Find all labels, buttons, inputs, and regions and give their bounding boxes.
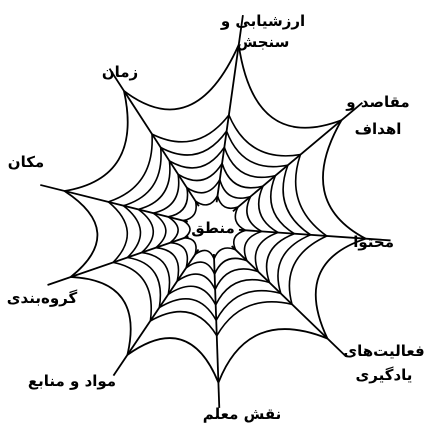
spoke-place	[40, 184, 188, 223]
spoke-label-time: زمان	[102, 63, 138, 81]
web-ring-1	[180, 195, 248, 261]
center-label: منطق	[191, 219, 235, 237]
spoke-evaluation	[215, 14, 244, 203]
web-outer-arc-2	[322, 119, 367, 240]
spoke-label-line: مواد و منابع	[28, 372, 116, 390]
spoke-label-line: محتوا	[353, 233, 394, 251]
spoke-label-line: نقش معلم	[203, 405, 282, 423]
web-ring-4	[136, 146, 297, 307]
web-outer-arc-9	[123, 44, 240, 111]
spoke-label-learning-activities: فعالیت‌های یادگیری	[343, 342, 424, 384]
spoke-materials	[112, 249, 200, 377]
web-ring-5	[121, 130, 313, 322]
web-ring-3	[151, 162, 280, 292]
web-ring-6	[106, 114, 329, 338]
web-threads	[64, 44, 367, 384]
spoke-grouping	[47, 235, 189, 286]
spoke-label-line: فعالیت‌های	[343, 342, 424, 360]
spoke-label-content: محتوا	[353, 233, 394, 251]
spoke-learning-activities	[231, 245, 347, 358]
spoke-label-line: یادگیری	[356, 366, 413, 384]
web-outer-arc-7	[64, 190, 99, 278]
spoke-time	[108, 68, 200, 207]
web-outer-arc-5	[126, 337, 220, 384]
spoke-label-teacher-role: نقش معلم	[203, 405, 282, 423]
spoke-label-line: سنجش	[237, 33, 290, 51]
spoke-label-line: زمان	[102, 63, 138, 81]
spoke-label-line: مقاصد و	[345, 93, 409, 111]
spoke-label-line: اهداف	[355, 120, 402, 138]
web-ring-2	[166, 179, 264, 277]
spoke-label-line: گروه‌بندی	[7, 289, 78, 307]
web-outer-arc-3	[314, 237, 366, 339]
web-outer-arc-1	[237, 44, 342, 129]
web-outer-arc-6	[70, 276, 132, 356]
spoke-content	[238, 228, 391, 242]
spoke-label-line: ارزشیابی و	[220, 12, 305, 30]
spoke-label-grouping: گروه‌بندی	[7, 289, 78, 307]
spoke-labels: ارزشیابی و سنجش مقاصد و اهداف محتوا فعالیت‌ها…	[7, 12, 425, 423]
spoke-label-evaluation: ارزشیابی و سنجش	[220, 12, 305, 51]
spoke-label-materials: مواد و منابع	[28, 372, 116, 390]
web-outer-arc-8	[64, 90, 129, 192]
spoke-label-line: مکان	[8, 153, 44, 171]
spoke-teacher-role	[213, 253, 221, 408]
spoke-label-goals: مقاصد و اهداف	[345, 93, 409, 138]
spoke-label-place: مکان	[8, 153, 44, 171]
web-spokes	[40, 14, 391, 408]
web-outer-arc-4	[217, 328, 328, 384]
spoke-goals	[232, 101, 363, 212]
